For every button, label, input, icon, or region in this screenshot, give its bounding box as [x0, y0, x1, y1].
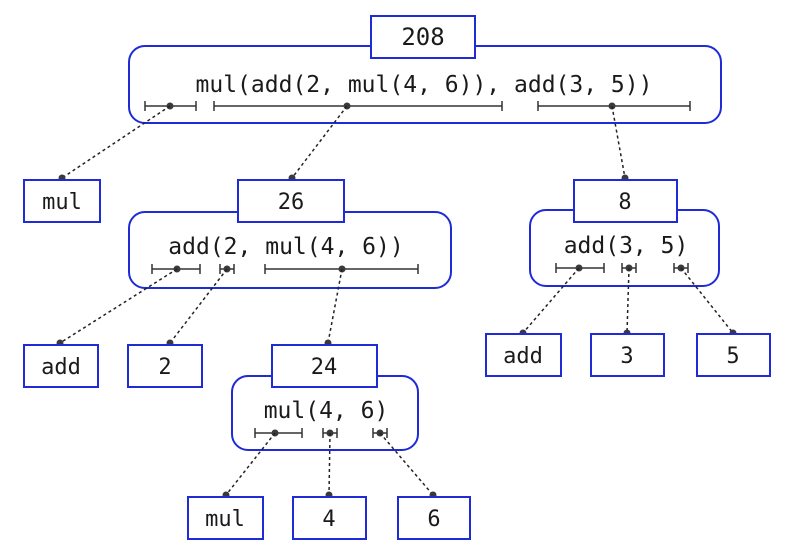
- leaf-two: 2: [158, 355, 171, 380]
- mul-in-value-box: [271, 344, 378, 388]
- leaf-box-six: [397, 496, 471, 540]
- leaf-box-three: [590, 333, 665, 377]
- connector-root-to-mul: [61, 105, 171, 179]
- leaf-six: 6: [427, 507, 440, 532]
- connector-add-b-to-add: [522, 267, 580, 334]
- connector-root-to-add-b: [611, 105, 626, 179]
- leaf-add-left: add: [41, 355, 81, 380]
- connector-add-b-to-3: [626, 267, 630, 334]
- connector-add-a-to-mul-in: [327, 268, 343, 344]
- add-b-expression: add(3, 5): [564, 233, 689, 259]
- leaf-box-four: [292, 496, 367, 540]
- leaf-box-mul-bottom: [187, 496, 264, 540]
- add-a-expression: add(2, mul(4, 6)): [168, 234, 403, 260]
- leaf-add-right: add: [503, 344, 543, 369]
- root-span-operand-2: [537, 101, 691, 111]
- leaf-mul-top: mul: [42, 190, 82, 215]
- mul-in-expression: mul(4, 6): [264, 398, 389, 424]
- connector-mul-in-to-4: [328, 432, 331, 496]
- leaf-box-two: [127, 344, 203, 388]
- leaf-box-add-left: [23, 344, 99, 388]
- root-expression: mul(add(2, mul(4, 6)), add(3, 5)): [196, 72, 653, 98]
- connector-mul-in-to-6: [379, 432, 434, 496]
- mul-in-value: 24: [311, 355, 338, 380]
- leaf-box-five: [696, 333, 771, 377]
- add-a-value-box: [237, 179, 345, 223]
- leaf-four: 4: [322, 507, 335, 532]
- root-value: 208: [401, 23, 444, 51]
- connector-add-b-to-5: [680, 267, 734, 334]
- leaf-box-add-right: [485, 333, 562, 377]
- connector-add-a-to-add: [59, 268, 178, 344]
- add-b-value: 8: [618, 190, 631, 215]
- add-b-value-box: [573, 179, 678, 223]
- leaf-box-mul-top: [23, 179, 101, 223]
- leaf-mul-bottom: mul: [205, 507, 245, 532]
- root-value-box: [370, 15, 476, 59]
- leaf-five: 5: [726, 344, 739, 369]
- leaf-three: 3: [620, 344, 633, 369]
- connector-mul-in-to-mul: [225, 432, 276, 496]
- add-a-value: 26: [278, 190, 305, 215]
